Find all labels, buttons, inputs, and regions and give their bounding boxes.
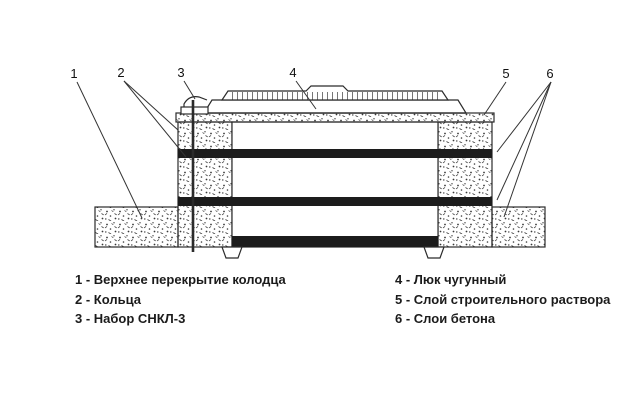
leader-line-4 (295, 80, 317, 110)
legend-column-left: 1 - Верхнее перекрытие колодца 2 - Кольц… (75, 272, 395, 327)
ring-walls (177, 121, 493, 248)
well-top-slab (94, 206, 546, 248)
legend: 1 - Верхнее перекрытие колодца 2 - Кольц… (0, 272, 625, 327)
callout-3: 3 (177, 65, 184, 80)
legend-column-right: 4 - Люк чугунный 5 - Слой строительного … (395, 272, 610, 327)
callout-numbers: 1 2 3 4 5 6 (70, 65, 553, 81)
legend-item-1: 1 - Верхнее перекрытие колодца (75, 272, 286, 287)
leader-line-6a (496, 81, 552, 153)
legend-item-5: 5 - Слой строительного раствора (395, 291, 611, 307)
callout-5: 5 (502, 66, 509, 81)
legend-item-2: 2 - Кольца (75, 291, 141, 307)
cast-iron-hatch (202, 85, 468, 114)
leader-line-2a (123, 80, 179, 131)
leader-line-6c (503, 81, 552, 218)
leader-line-5 (483, 81, 507, 116)
legend-item-4: 4 - Люк чугунный (395, 272, 507, 287)
callout-1: 1 (70, 66, 77, 81)
leader-line-2b (123, 80, 187, 158)
callout-2: 2 (117, 65, 124, 80)
anchor-feet (221, 246, 445, 259)
snkl-anchor-set (180, 96, 209, 252)
leader-line-1 (76, 81, 143, 219)
leader-line-3 (183, 80, 196, 100)
concrete-joint-bands (178, 149, 492, 247)
leader-lines (76, 80, 552, 219)
mortar-layer (175, 112, 495, 123)
callout-6: 6 (546, 66, 553, 81)
legend-item-6: 6 - Слои бетона (395, 311, 496, 327)
callout-4: 4 (289, 65, 296, 80)
leader-line-6b (496, 81, 552, 201)
legend-item-3: 3 - Набор СНКЛ-3 (75, 311, 186, 327)
